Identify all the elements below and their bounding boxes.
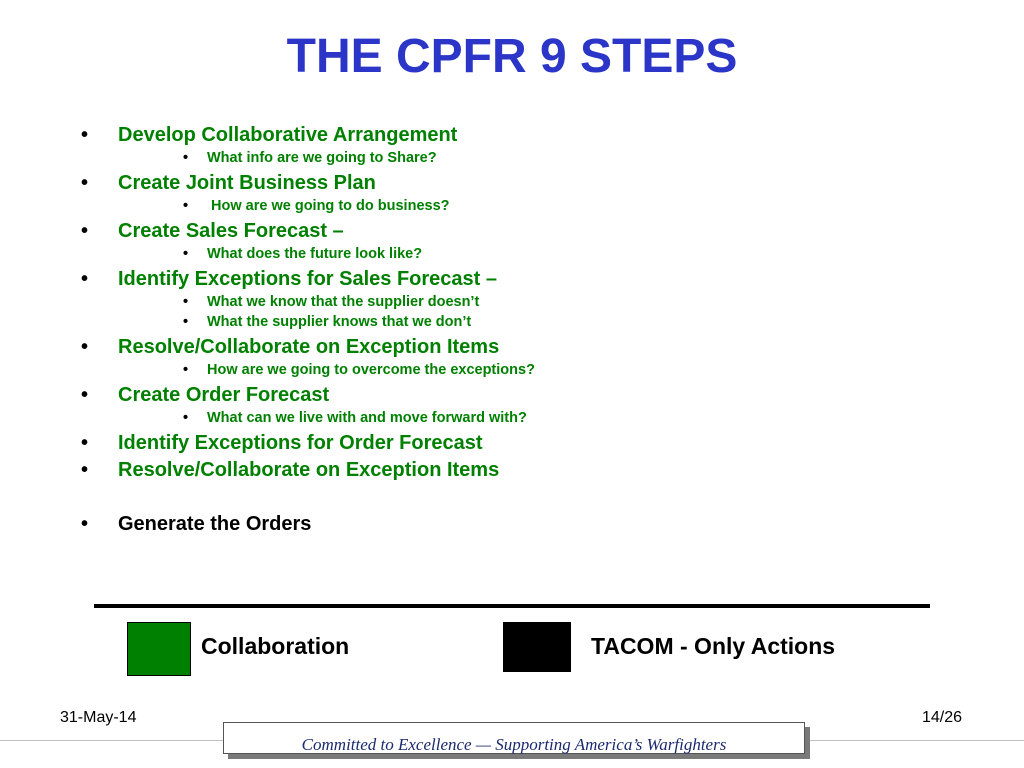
step-item: • Resolve/Collaborate on Exception Items bbox=[81, 457, 500, 483]
step-text: What can we live with and move forward w… bbox=[207, 410, 527, 426]
bullet-glyph: • bbox=[81, 268, 89, 290]
step-item: • Generate the Orders bbox=[81, 511, 312, 537]
tacom-only-swatch bbox=[503, 622, 571, 672]
bullet-glyph: • bbox=[183, 246, 189, 262]
step-item: • Develop Collaborative Arrangement bbox=[81, 122, 458, 148]
bullet-glyph: • bbox=[183, 150, 189, 166]
tacom-legend-label: TACOM - Only Actions bbox=[591, 633, 836, 659]
bullet-glyph: • bbox=[183, 198, 189, 214]
steps-list: • Develop Collaborative Arrangement • What … bbox=[81, 122, 535, 537]
step-text: Identify Exceptions for Sales Forecast – bbox=[118, 268, 498, 290]
bullet-glyph: • bbox=[81, 513, 89, 535]
step-item: • Create Sales Forecast – bbox=[81, 218, 344, 244]
step-text: What we know that the supplier doesn’t bbox=[207, 294, 480, 310]
step-item: • Identify Exceptions for Sales Forecast … bbox=[81, 266, 498, 292]
step-item: • Identify Exceptions for Order Forecast bbox=[81, 430, 483, 456]
footer-page-number: 14/26 bbox=[921, 709, 962, 726]
step-text: What the supplier knows that we don’t bbox=[207, 314, 472, 330]
bullet-glyph: • bbox=[81, 432, 89, 454]
step-item: • Create Joint Business Plan bbox=[81, 170, 376, 196]
step-subitem: • What info are we going to Share? bbox=[183, 148, 437, 168]
step-text: Create Sales Forecast – bbox=[118, 220, 344, 242]
step-subitem: • How are we going to overcome the except… bbox=[183, 360, 535, 380]
step-text: Identify Exceptions for Order Forecast bbox=[118, 432, 483, 454]
bullet-glyph: • bbox=[183, 294, 189, 310]
step-subitem: • What we know that the supplier doesn’t bbox=[183, 292, 480, 312]
bullet-glyph: • bbox=[183, 314, 189, 330]
motto-box: Committed to Excellence — Supporting Ame… bbox=[223, 722, 805, 754]
step-text: What info are we going to Share? bbox=[207, 150, 437, 166]
bullet-glyph: • bbox=[183, 362, 189, 378]
bullet-glyph: • bbox=[183, 410, 189, 426]
bullet-glyph: • bbox=[81, 384, 89, 406]
bullet-glyph: • bbox=[81, 220, 89, 242]
step-text: How are we going to overcome the excepti… bbox=[207, 362, 535, 378]
step-text: Create Order Forecast bbox=[118, 384, 330, 406]
step-text: Create Joint Business Plan bbox=[118, 172, 376, 194]
step-text: What does the future look like? bbox=[207, 246, 423, 262]
step-subitem: • What the supplier knows that we don’t bbox=[183, 312, 472, 332]
step-subitem: • What can we live with and move forward … bbox=[183, 408, 527, 428]
step-item: • Resolve/Collaborate on Exception Items bbox=[81, 334, 500, 360]
step-text: Resolve/Collaborate on Exception Items bbox=[118, 459, 500, 481]
step-subitem: • What does the future look like? bbox=[183, 244, 423, 264]
motto-text: Committed to Excellence — Supporting Ame… bbox=[301, 735, 727, 754]
divider-rule bbox=[94, 604, 930, 608]
bullet-glyph: • bbox=[81, 172, 89, 194]
bullet-glyph: • bbox=[81, 336, 89, 358]
step-item: • Create Order Forecast bbox=[81, 382, 330, 408]
slide-title: THE CPFR 9 STEPS bbox=[286, 30, 738, 83]
step-text: Develop Collaborative Arrangement bbox=[118, 124, 458, 146]
step-text: Generate the Orders bbox=[118, 513, 312, 535]
bullet-glyph: • bbox=[81, 459, 89, 481]
step-text: How are we going to do business? bbox=[207, 198, 450, 214]
step-subitem: • How are we going to do business? bbox=[183, 196, 450, 216]
collaboration-legend-label: Collaboration bbox=[201, 633, 350, 659]
bullet-glyph: • bbox=[81, 124, 89, 146]
collaboration-swatch bbox=[127, 622, 191, 676]
step-text: Resolve/Collaborate on Exception Items bbox=[118, 336, 500, 358]
footer-date: 31-May-14 bbox=[60, 709, 137, 726]
